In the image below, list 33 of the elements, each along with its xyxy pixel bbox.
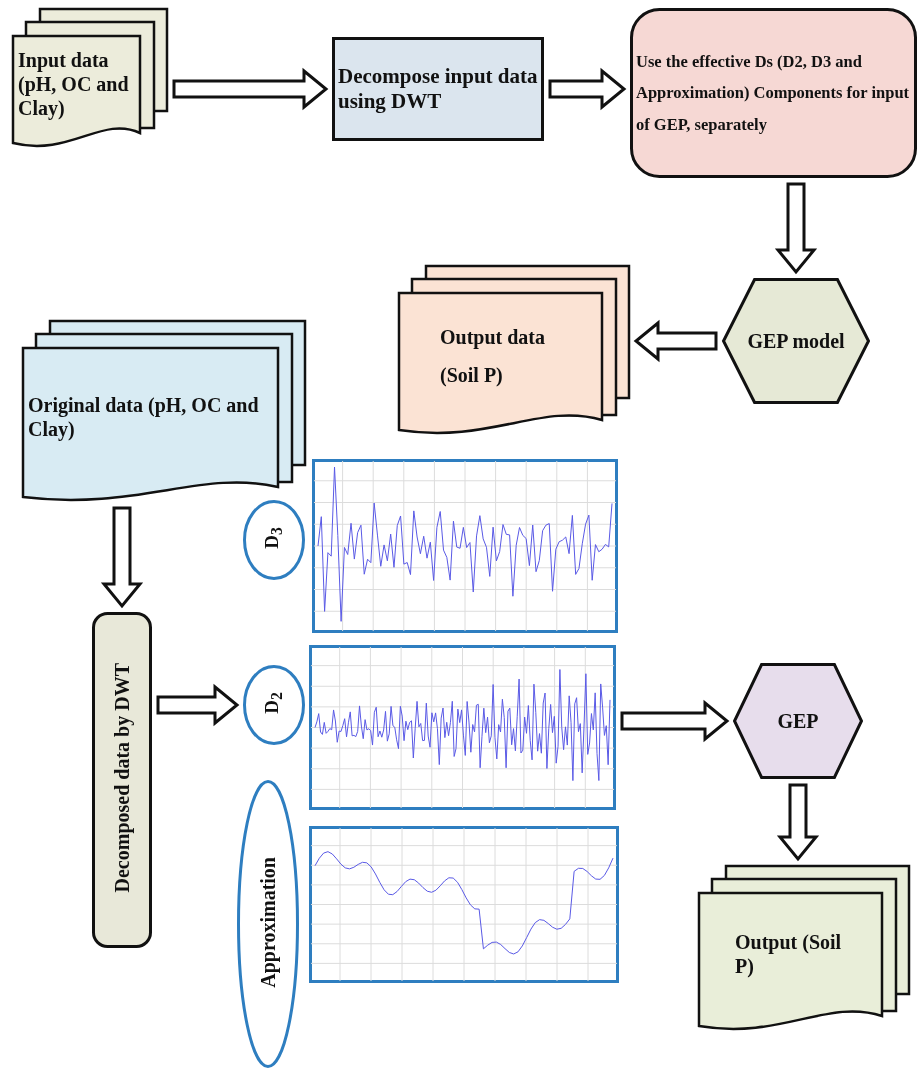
label-ellipse — [243, 500, 305, 580]
node-text: Original data (pH, OC and Clay) — [28, 394, 259, 440]
waveform-chart — [312, 459, 618, 633]
waveform-chart — [309, 826, 619, 983]
node-text: Approximation — [256, 856, 280, 988]
block-arrow — [156, 683, 240, 727]
node-text: Decompose input data using DWT — [338, 63, 538, 113]
document-stack — [398, 265, 630, 435]
node-text: Decomposed data by DWT — [110, 663, 134, 893]
process-hexagon — [733, 663, 863, 779]
process-box — [630, 8, 917, 178]
label-ellipse — [243, 665, 305, 745]
label-ellipse — [237, 780, 299, 1068]
document-stack — [22, 320, 306, 502]
node-text: Output (Soil P) — [735, 931, 842, 977]
node-text: GEP — [777, 710, 819, 732]
block-arrow — [100, 506, 144, 609]
process-box — [92, 612, 152, 948]
node-text: GEP model — [747, 330, 845, 352]
process-box — [332, 37, 544, 141]
block-arrow — [620, 699, 730, 743]
node-text: Use the effective Ds (D2, D3 and Approximation) Components for input of GEP, separately — [636, 52, 910, 134]
node-text: Input data (pH, OC and Clay) — [18, 49, 129, 119]
document-stack — [12, 8, 168, 148]
node-text: Output data (Soil P) — [440, 326, 546, 386]
waveform-chart — [309, 645, 616, 810]
block-arrow — [776, 783, 820, 862]
block-arrow — [774, 182, 818, 275]
block-arrow — [548, 67, 627, 111]
process-hexagon — [722, 278, 870, 404]
document-stack — [698, 865, 910, 1031]
block-arrow — [172, 67, 329, 111]
block-arrow — [633, 319, 718, 363]
